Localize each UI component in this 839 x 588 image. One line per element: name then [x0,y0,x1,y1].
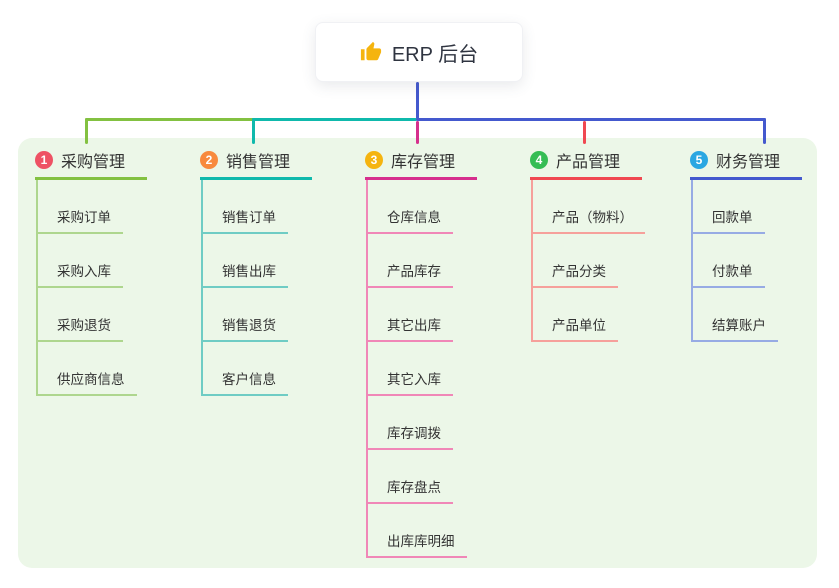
child-item[interactable]: 销售出库 [203,260,288,288]
branch-badge: 1 [35,151,53,169]
branch-badge: 2 [200,151,218,169]
branch-product: 4 产品管理 产品（物料） 产品分类 产品单位 [530,148,645,342]
connector-drop-branch1 [85,118,88,144]
branch-header-inventory[interactable]: 3 库存管理 [365,148,478,180]
branch-badge: 3 [365,151,383,169]
branch-label: 财务管理 [716,154,781,171]
root-label: ERP 后台 [391,43,479,66]
branch-header-finance[interactable]: 5 财务管理 [690,148,803,180]
child-item[interactable]: 采购退货 [38,314,123,342]
branch-children: 采购订单 采购入库 采购退货 供应商信息 [36,180,147,396]
child-item[interactable]: 客户信息 [203,368,288,396]
connector-drop-branch2 [252,118,255,144]
connector-root-drop [416,82,419,119]
connector-drop-branch3 [416,121,419,144]
branch-finance: 5 财务管理 回款单 付款单 结算账户 [690,148,803,342]
branch-header-product[interactable]: 4 产品管理 [530,148,643,180]
branch-children: 销售订单 销售出库 销售退货 客户信息 [201,180,312,396]
connector-drop-branch4 [583,121,586,144]
branch-children: 仓库信息 产品库存 其它出库 其它入库 库存调拨 库存盘点 出库库明细 [366,180,477,558]
child-item[interactable]: 出库库明细 [368,530,467,558]
branch-purchase: 1 采购管理 采购订单 采购入库 采购退货 供应商信息 [35,148,148,396]
branch-children: 回款单 付款单 结算账户 [691,180,802,342]
branch-label: 库存管理 [391,154,456,171]
branch-label: 采购管理 [61,154,126,171]
branch-badge: 4 [530,151,548,169]
connector-rail-green [85,118,255,121]
branch-label: 销售管理 [226,154,291,171]
child-item[interactable]: 其它入库 [368,368,453,396]
branch-header-purchase[interactable]: 1 采购管理 [35,148,148,180]
connector-drop-branch5 [763,118,766,144]
child-item[interactable]: 付款单 [693,260,765,288]
branch-inventory: 3 库存管理 仓库信息 产品库存 其它出库 其它入库 库存调拨 库存盘点 出库库… [365,148,478,558]
branch-sales: 2 销售管理 销售订单 销售出库 销售退货 客户信息 [200,148,313,396]
connector-rail-blue [416,118,766,121]
root-node[interactable]: ERP 后台 [315,22,523,82]
child-item[interactable]: 产品（物料） [533,206,645,234]
child-item[interactable]: 回款单 [693,206,765,234]
connector-rail-teal [252,118,417,121]
child-item[interactable]: 供应商信息 [38,368,137,396]
child-item[interactable]: 销售订单 [203,206,288,234]
child-item[interactable]: 仓库信息 [368,206,453,234]
child-item[interactable]: 采购入库 [38,260,123,288]
child-item[interactable]: 库存调拨 [368,422,453,450]
child-item[interactable]: 产品单位 [533,314,618,342]
branch-header-sales[interactable]: 2 销售管理 [200,148,313,180]
child-item[interactable]: 销售退货 [203,314,288,342]
child-item[interactable]: 其它出库 [368,314,453,342]
child-item[interactable]: 采购订单 [38,206,123,234]
branch-children: 产品（物料） 产品分类 产品单位 [531,180,645,342]
branch-badge: 5 [690,151,708,169]
child-item[interactable]: 结算账户 [693,314,778,342]
child-item[interactable]: 产品库存 [368,260,453,288]
branches-panel [18,138,817,568]
branch-label: 产品管理 [556,154,621,171]
child-item[interactable]: 产品分类 [533,260,618,288]
thumbs-up-icon [360,41,382,63]
child-item[interactable]: 库存盘点 [368,476,453,504]
